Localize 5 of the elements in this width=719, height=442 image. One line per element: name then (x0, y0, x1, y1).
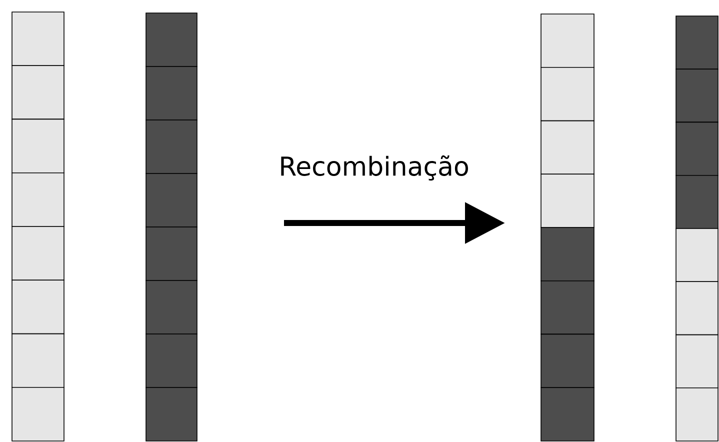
cell-column (676, 16, 718, 442)
cell-column (146, 12, 198, 442)
process-label: Recombinação (281, 155, 468, 181)
cell-column (540, 14, 594, 442)
cell-column (12, 12, 64, 442)
